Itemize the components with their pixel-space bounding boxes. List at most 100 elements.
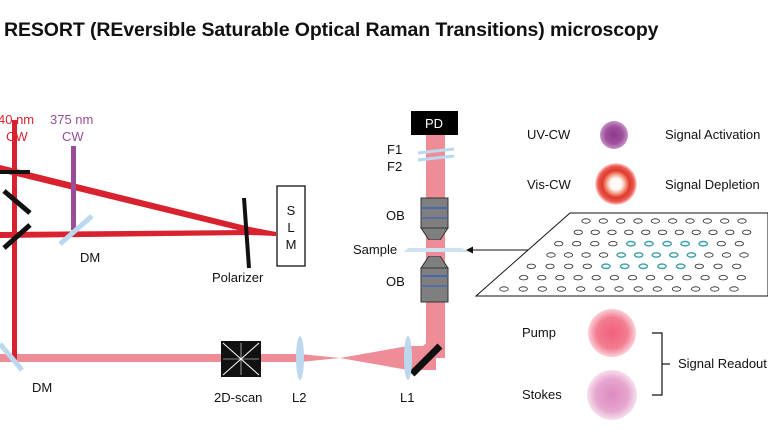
slm-letter-s: S	[287, 203, 296, 218]
sample-spot	[657, 229, 668, 235]
sample-spot	[698, 240, 709, 247]
fold-mirror	[409, 343, 443, 377]
objective-top-label: OB	[386, 208, 405, 223]
sample-spot	[626, 240, 636, 247]
sample-spot	[641, 229, 651, 235]
sample-spot	[732, 263, 742, 269]
sample-spot	[581, 218, 591, 224]
legend-pump: Pump	[522, 325, 556, 340]
sample-spot	[554, 241, 564, 247]
pd-label: PD	[425, 116, 443, 131]
sample-spot	[537, 286, 547, 292]
sample-arrow-head	[466, 246, 473, 254]
sample-spot	[734, 241, 744, 247]
sample-spot	[519, 275, 529, 281]
dm-top-label: DM	[80, 250, 100, 265]
sample-spot	[739, 252, 749, 258]
polarizer-element	[242, 197, 251, 269]
beam-l1-cone	[340, 346, 408, 370]
sample-spot	[608, 241, 618, 247]
sample-spot	[624, 229, 634, 235]
sample-spot	[650, 218, 660, 224]
focus-cone-top	[427, 240, 442, 248]
sample-spot	[595, 286, 605, 292]
sample-spot	[652, 286, 662, 292]
focus-cone-bottom	[427, 252, 442, 256]
diagram-title: RESORT (REversible Saturable Optical Ram…	[4, 19, 659, 41]
sample-spot	[563, 252, 574, 258]
sample-spot	[651, 252, 662, 258]
sample-spot	[576, 286, 586, 292]
sample-spot	[680, 240, 690, 247]
scanner-box	[221, 341, 261, 377]
laser-uv-mode: CW	[62, 129, 84, 144]
sample-spot	[713, 263, 723, 269]
scanner-label: 2D-scan	[214, 390, 262, 405]
legend-uv-cw: UV-CW	[527, 127, 571, 142]
legend-vis-cw: Vis-CW	[527, 177, 572, 192]
sample-spot	[598, 252, 609, 258]
lens-l1-label: L1	[400, 390, 414, 405]
sample-spot	[556, 286, 567, 292]
sample-spot	[716, 241, 726, 247]
sample-spot	[668, 218, 678, 224]
sample-spot	[526, 263, 536, 269]
sample-spot	[609, 275, 620, 281]
beam-l2-taper	[300, 354, 340, 362]
red-beam-to-slm-upper	[0, 165, 276, 236]
sample-spot	[718, 275, 728, 281]
sample-spot	[633, 218, 643, 224]
dichroic-mirror-bottom	[0, 342, 24, 372]
sample-spot	[591, 275, 601, 281]
mirror-lower	[2, 223, 32, 250]
sample-spot	[686, 252, 697, 258]
objective-bottom-label: OB	[386, 274, 405, 289]
beam-lower	[0, 354, 300, 362]
legend-stokes: Stokes	[522, 387, 562, 402]
slm-box	[276, 185, 306, 267]
sample-spot	[537, 275, 547, 281]
sample-spot	[545, 263, 555, 269]
filter-f1-label: F1	[387, 142, 402, 157]
sample-spot	[581, 252, 591, 258]
sample-spot	[572, 241, 582, 247]
sample-slide	[404, 248, 470, 252]
sample-spot	[616, 252, 627, 258]
sample-spot	[644, 240, 654, 247]
sample-spot	[582, 263, 592, 269]
filter-f1	[417, 147, 455, 155]
sample-spot	[694, 263, 704, 269]
sample-spot	[518, 286, 528, 292]
sample-spot	[616, 218, 626, 224]
sample-spot	[682, 275, 692, 281]
objective-top	[420, 197, 449, 241]
sample-spot	[645, 275, 656, 281]
sample-spot	[674, 229, 684, 235]
vis-cw-donut-spot	[595, 163, 637, 205]
laser-red-mode: CW	[6, 129, 28, 144]
sample-spot	[633, 252, 644, 258]
laser-uv-wavelength: 375 nm	[50, 112, 93, 127]
sample-spot	[708, 229, 718, 235]
sample-spot	[720, 218, 730, 224]
sample-label: Sample	[353, 242, 397, 257]
pump-spot	[588, 309, 636, 357]
legend-signal-activation: Signal Activation	[665, 127, 760, 142]
mirror-upper	[2, 189, 32, 215]
stokes-spot	[587, 370, 637, 420]
readout-bracket	[652, 332, 663, 396]
sample-spot	[607, 229, 617, 235]
sample-spot-pattern	[499, 218, 752, 292]
sample-spot	[710, 286, 720, 292]
lens-l2	[296, 336, 304, 380]
objective-bottom	[420, 255, 449, 303]
sample-spot	[671, 286, 682, 292]
sample-spot	[564, 263, 574, 269]
sample-spot	[598, 218, 608, 224]
sample-spot	[573, 275, 583, 281]
red-beam-from-slm-lower	[0, 230, 276, 238]
dichroic-mirror-top	[58, 214, 94, 246]
sample-spot	[590, 229, 600, 235]
